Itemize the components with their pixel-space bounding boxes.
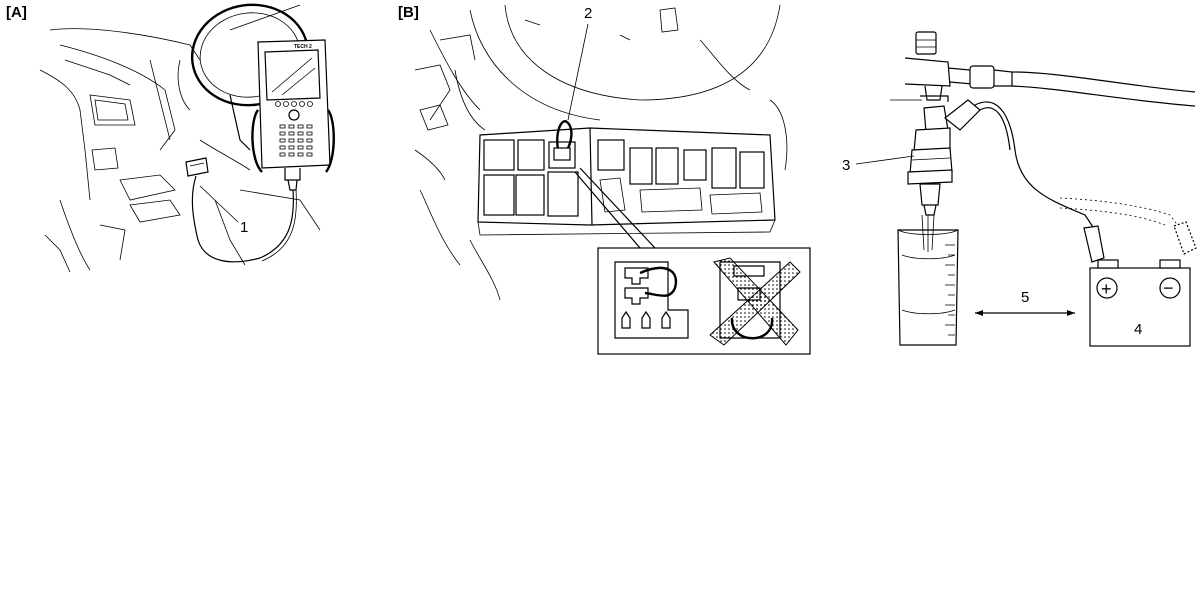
battery-positive-terminal: + [1101, 279, 1112, 299]
engine-bay-illustration [414, 4, 788, 301]
test-lead-solid [974, 101, 1096, 231]
scan-tool-keypad [275, 101, 313, 157]
fuel-injector [907, 99, 981, 216]
battery: + − [1089, 259, 1191, 347]
panel-b-label: [B] [398, 4, 419, 21]
callout-3: 3 [842, 157, 850, 174]
callout-2: 2 [584, 5, 592, 22]
battery-negative-terminal: − [1163, 278, 1174, 298]
callout-1: 1 [240, 219, 248, 236]
arrow-5 [975, 310, 1075, 316]
callout-3-leader [855, 155, 915, 165]
alligator-clips [1083, 221, 1197, 263]
scan-tool: TECH 2 [251, 39, 335, 191]
injector-test-setup: 5 + − 4 3 [842, 31, 1197, 347]
measuring-cylinder [897, 214, 959, 346]
panel-b: [B] [398, 4, 811, 355]
panel-a-label: [A] [6, 4, 27, 21]
scan-tool-cable [191, 175, 297, 263]
callout-2-leader [567, 23, 589, 121]
jumper-wire [553, 120, 573, 161]
callout-5: 5 [1021, 289, 1029, 306]
panel-a: [A] [6, 3, 335, 273]
fuse-relay-box [477, 127, 776, 236]
fuel-fitting [890, 31, 1013, 102]
inset-box [597, 247, 811, 355]
callout-4: 4 [1134, 321, 1142, 338]
dashboard-illustration [39, 4, 321, 273]
fuel-hose [1011, 71, 1196, 107]
test-lead-dotted [1059, 197, 1186, 236]
correct-connection [614, 261, 689, 339]
callout-1-leader [199, 185, 239, 223]
scan-tool-brand: TECH 2 [294, 44, 312, 50]
cross-mark-stroke-2 [709, 261, 801, 346]
incorrect-connection [709, 257, 801, 346]
